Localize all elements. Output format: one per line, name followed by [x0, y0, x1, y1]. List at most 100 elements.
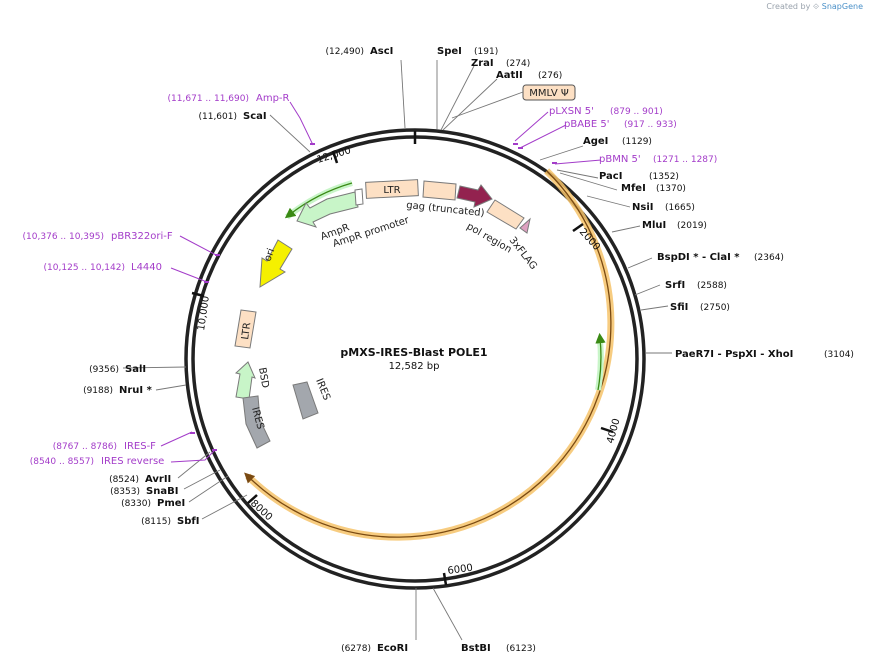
created-by-text: Created by	[766, 2, 811, 11]
enzyme-sali: (9356) SalI	[89, 364, 146, 375]
leader-lines	[122, 59, 672, 641]
feature-ori: ori	[259, 239, 293, 288]
amp-r-name: Amp-R	[256, 93, 290, 104]
mmlv-psi-label: MMLV Ψ	[529, 88, 569, 99]
pbabe-pos: (917 .. 933)	[624, 120, 677, 130]
sbfi-pos: (8115)	[141, 517, 171, 527]
bsd-label: BSD	[256, 367, 270, 390]
gag-label: gag (truncated)	[406, 200, 485, 219]
enzyme-agei: AgeI (1129)	[583, 136, 652, 147]
enzyme-aatii: AatII (276)	[496, 70, 562, 81]
mlui-pos: (2019)	[677, 221, 707, 231]
mfei-pos: (1370)	[656, 184, 686, 194]
enzyme-pmei: (8330) PmeI	[121, 498, 185, 509]
enzyme-zrai: ZraI (274)	[471, 58, 530, 69]
enzyme-paci: PacI (1352)	[599, 171, 679, 182]
primer-ires-f: (8767 .. 8786) IRES-F	[53, 441, 156, 452]
primer-pbabe: pBABE 5' (917 .. 933)	[564, 119, 677, 130]
paci-name: PacI	[599, 171, 622, 182]
mfei-name: MfeI	[621, 183, 646, 194]
ori-label: ori	[262, 247, 277, 263]
enzyme-asci: (12,490) AscI	[325, 46, 393, 57]
scai-name: ScaI	[243, 111, 267, 122]
feature-ires-left: IRES	[242, 395, 271, 449]
ires-reverse-name: IRES reverse	[101, 456, 164, 467]
enzyme-avrii: (8524) AvrII	[109, 474, 171, 485]
pbr322-name: pBR322ori-F	[111, 231, 173, 242]
primer-ires-reverse: (8540 .. 8557) IRES reverse	[30, 456, 165, 467]
primer-marks	[190, 143, 557, 451]
mlui-name: MluI	[642, 220, 666, 231]
bspdi-name: BspDI * - ClaI *	[657, 252, 740, 263]
primer-pbr322ori-f: (10,376 .. 10,395) pBR322ori-F	[23, 231, 173, 242]
flag-label: 3xFLAG	[507, 235, 539, 272]
enzyme-bspdi-clai: BspDI * - ClaI * (2364)	[657, 252, 784, 263]
asci-name: AscI	[370, 46, 393, 57]
snabi-name: SnaBI	[146, 486, 178, 497]
bstbi-name: BstBI	[461, 643, 491, 654]
plasmid-size: 12,582 bp	[389, 361, 440, 372]
nrui-name: NruI *	[119, 385, 153, 396]
feature-ires-center: IRES	[292, 377, 332, 420]
feature-bsd: BSD	[234, 361, 271, 400]
paci-pos: (1352)	[649, 172, 679, 182]
feature-ltr-top: LTR	[365, 179, 419, 199]
srfi-pos: (2588)	[697, 281, 727, 291]
ltr-left-label: LTR	[240, 322, 253, 341]
ires-reverse-pos: (8540 .. 8557)	[30, 457, 94, 467]
primer-l4440: (10,125 .. 10,142) L4440	[44, 262, 162, 273]
enzyme-srfi: SrfI (2588)	[665, 280, 727, 291]
primer-leaders	[160, 101, 602, 463]
sbfi-name: SbfI	[177, 516, 199, 527]
enzyme-mlui: MluI (2019)	[642, 220, 707, 231]
snapgene-brand: SnapGene	[821, 2, 863, 11]
small-orf-right	[595, 332, 606, 391]
ires-f-pos: (8767 .. 8786)	[53, 442, 117, 452]
enzyme-scai: (11,601) ScaI	[198, 111, 266, 122]
enzyme-bstbi: BstBI (6123)	[461, 643, 536, 654]
plxsn-pos: (879 .. 901)	[610, 107, 663, 117]
primer-amp-r: (11,671 .. 11,690) Amp-R	[168, 93, 290, 104]
snapgene-logo-icon: ⟐	[812, 2, 820, 11]
pol-region-label: pol region	[465, 221, 514, 256]
enzyme-mfei: MfeI (1370)	[621, 183, 686, 194]
feature-mmlv-psi: MMLV Ψ	[522, 84, 576, 101]
ecori-pos: (6278)	[341, 644, 371, 654]
enzyme-snabi: (8353) SnaBI	[110, 486, 178, 497]
ires-center-label: IRES	[313, 377, 332, 402]
enzyme-nsii: NsiI (1665)	[632, 202, 695, 213]
tick-marks	[191, 131, 614, 586]
plasmid-name: pMXS-IRES-Blast POLE1	[340, 346, 487, 359]
pmei-pos: (8330)	[121, 499, 151, 509]
ltr-top-label: LTR	[383, 185, 400, 196]
amp-r-pos: (11,671 .. 11,690)	[168, 94, 249, 104]
ires-f-name: IRES-F	[124, 441, 156, 452]
zrai-pos: (274)	[506, 59, 530, 69]
enzyme-spei: SpeI (191)	[437, 46, 498, 57]
pbr322-pos: (10,376 .. 10,395)	[23, 232, 104, 242]
asci-pos: (12,490)	[325, 47, 364, 57]
scai-pos: (11,601)	[198, 112, 237, 122]
feature-ltr-left: LTR	[234, 309, 257, 349]
nsii-pos: (1665)	[665, 203, 695, 213]
snabi-pos: (8353)	[110, 487, 140, 497]
pbmn-name: pBMN 5'	[599, 154, 641, 165]
aatii-name: AatII	[496, 70, 523, 81]
sfii-name: SfiI	[670, 302, 688, 313]
srfi-name: SrfI	[665, 280, 685, 291]
agei-pos: (1129)	[622, 137, 652, 147]
paer7i-pos: (3104)	[824, 350, 854, 360]
zrai-name: ZraI	[471, 58, 494, 69]
l4440-pos: (10,125 .. 10,142)	[44, 263, 125, 273]
primer-plxsn: pLXSN 5' (879 .. 901)	[549, 106, 663, 117]
primer-pbmn: pBMN 5' (1271 .. 1287)	[599, 154, 717, 165]
pbmn-pos: (1271 .. 1287)	[653, 155, 717, 165]
pbabe-name: pBABE 5'	[564, 119, 610, 130]
tick-6000: 6000	[447, 563, 474, 577]
snapgene-credit: Created by ⟐ SnapGene	[766, 2, 863, 12]
sfii-pos: (2750)	[700, 303, 730, 313]
pmei-name: PmeI	[157, 498, 185, 509]
avrii-name: AvrII	[145, 474, 171, 485]
plxsn-name: pLXSN 5'	[549, 106, 594, 117]
